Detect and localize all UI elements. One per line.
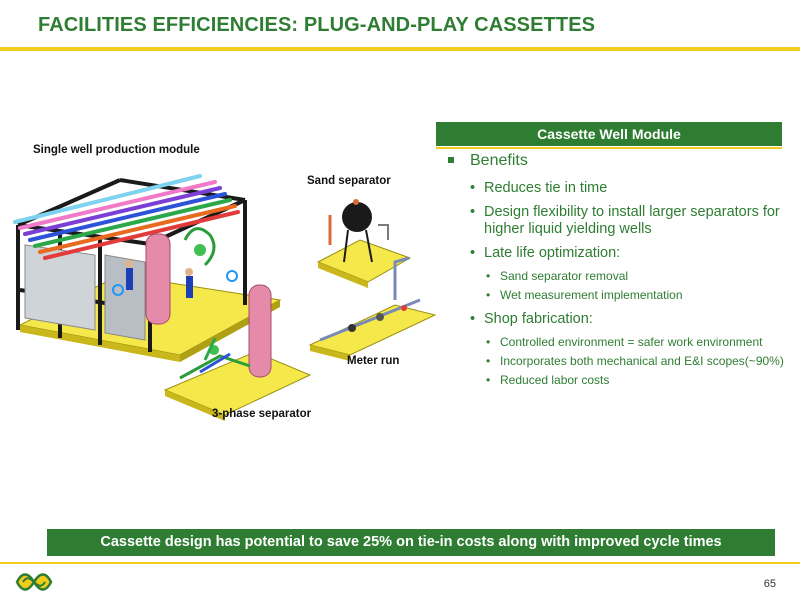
sub-list-item: • Controlled environment = safer work en… [446, 335, 786, 350]
bullet-dot-icon: • [486, 354, 491, 368]
bullet-dot-icon: • [486, 269, 491, 283]
bullet-dot-icon: • [470, 180, 476, 196]
square-bullet-icon [448, 157, 454, 163]
sub-list-item-text: Controlled environment = safer work envi… [500, 335, 763, 349]
sub-list-item: • Sand separator removal [446, 269, 786, 284]
company-logo-icon [15, 573, 53, 591]
label-three-phase-separator: 3-phase separator [212, 408, 312, 420]
production-module-drawing [13, 174, 282, 362]
top-divider [0, 47, 800, 51]
bullet-dot-icon: • [486, 288, 491, 302]
list-item: • Design flexibility to install larger s… [446, 204, 786, 238]
list-item-text: Design flexibility to install larger sep… [484, 204, 780, 237]
summary-banner: Cassette design has potential to save 25… [47, 529, 775, 556]
bullet-dot-icon: • [470, 204, 476, 220]
sub-list-item-text: Sand separator removal [500, 269, 629, 283]
label-single-well-module: Single well production module [33, 144, 200, 156]
cassette-equipment-illustration [13, 174, 437, 421]
panel-header: Cassette Well Module [436, 122, 782, 146]
panel-divider [436, 147, 782, 149]
label-sand-separator: Sand separator [307, 175, 391, 187]
bullet-dot-icon: • [470, 311, 476, 327]
sub-list-item: • Incorporates both mechanical and E&I s… [446, 354, 786, 369]
bullet-dot-icon: • [470, 245, 476, 261]
benefits-heading: Benefits [446, 152, 786, 170]
sand-separator-drawing [316, 199, 412, 288]
slide-title: FACILITIES EFFICIENCIES: PLUG-AND-PLAY C… [38, 14, 596, 36]
sub-list-item-text: Incorporates both mechanical and E&I sco… [500, 354, 784, 368]
page-number: 65 [763, 578, 776, 590]
meter-run-drawing [308, 256, 437, 361]
label-meter-run: Meter run [347, 355, 400, 367]
list-item: • Shop fabrication: [446, 311, 786, 328]
bottom-divider [0, 562, 800, 564]
sub-list-item-text: Reduced labor costs [500, 373, 610, 387]
sub-list-item-text: Wet measurement implementation [500, 288, 683, 302]
bullet-dot-icon: • [486, 373, 491, 387]
sub-list-item: • Wet measurement implementation [446, 288, 786, 303]
three-phase-separator-drawing [163, 284, 312, 421]
list-item-text: Late life optimization: [484, 245, 621, 261]
list-item-text: Reduces tie in time [484, 180, 608, 196]
list-item: • Late life optimization: [446, 245, 786, 262]
sub-list-item: • Reduced labor costs [446, 373, 786, 388]
bullet-dot-icon: • [486, 335, 491, 349]
benefits-heading-text: Benefits [470, 152, 528, 169]
list-item-text: Shop fabrication: [484, 311, 593, 327]
list-item: • Reduces tie in time [446, 180, 786, 197]
benefits-list: Benefits • Reduces tie in time • Design … [446, 152, 786, 392]
